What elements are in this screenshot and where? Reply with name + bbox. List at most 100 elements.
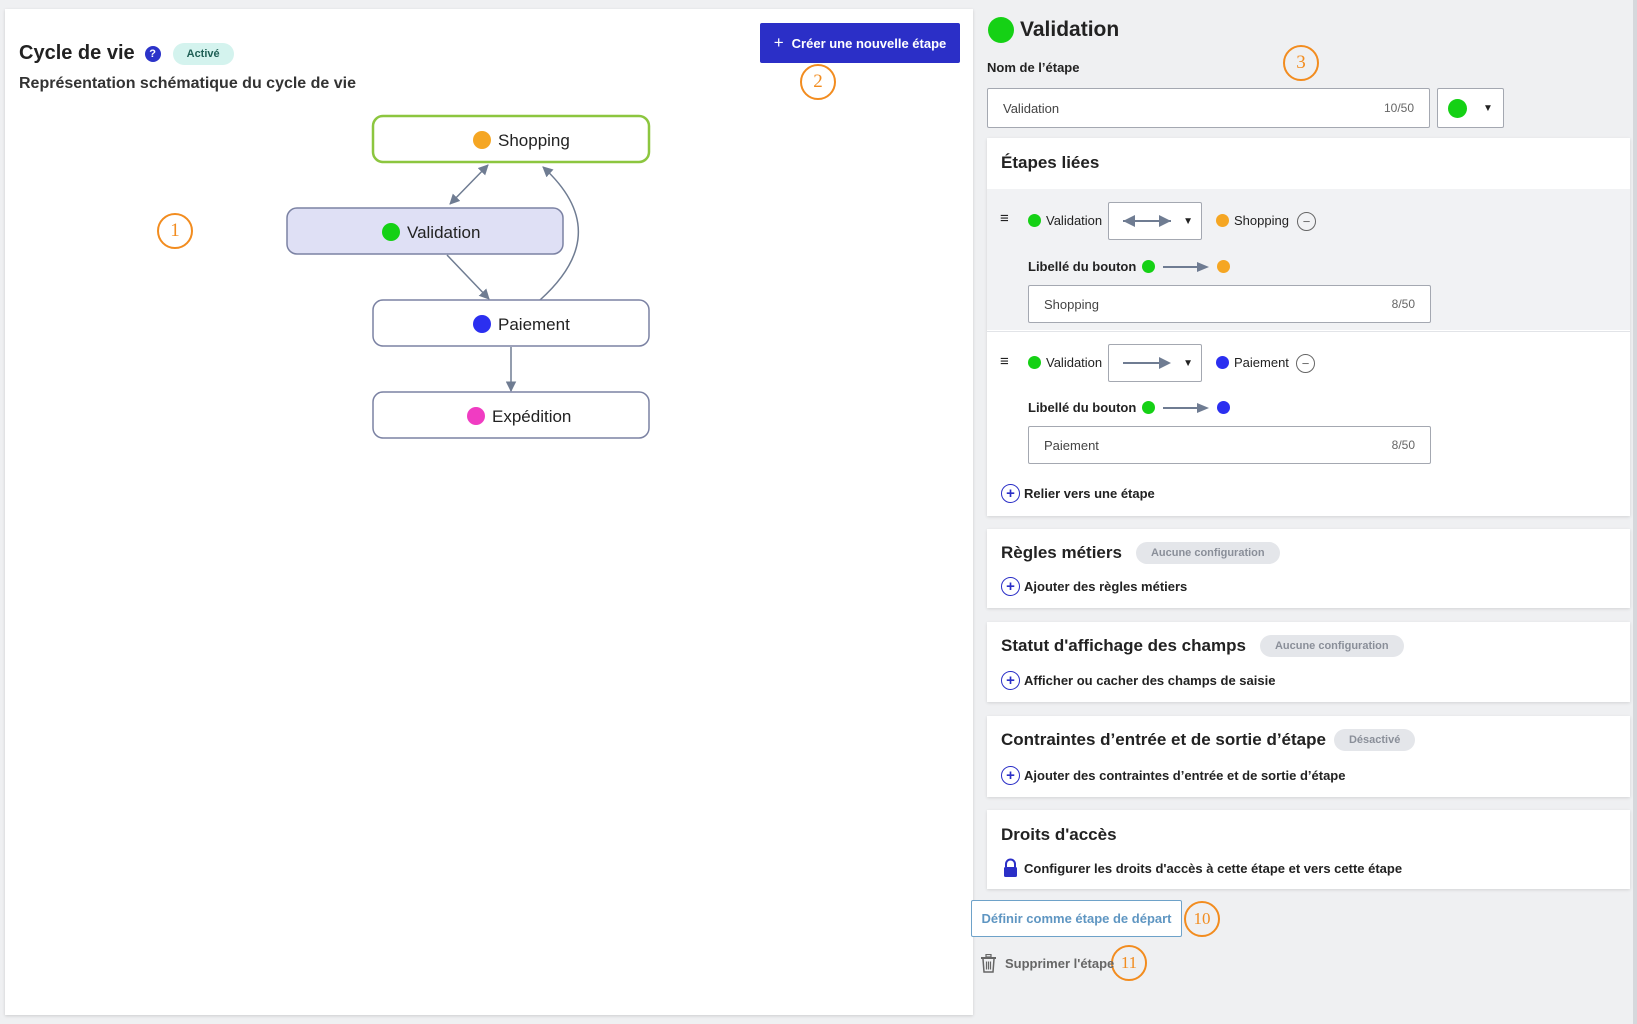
access-rights-title: Droits d'accès <box>1001 825 1117 845</box>
button-label-title: Libellé du bouton <box>1028 259 1231 274</box>
field-display-title-text: Statut d'affichage des champs <box>1001 636 1246 655</box>
edge-validation-paiement <box>446 254 490 300</box>
stage-title-text: Validation <box>1020 18 1120 41</box>
button-label-title-text: Libellé du bouton <box>1028 259 1137 274</box>
node-paiement-label: Paiement <box>498 315 570 334</box>
remove-link-button[interactable]: − <box>1296 354 1315 373</box>
business-rules-card: Règles métiers Aucune configuration + Aj… <box>987 529 1630 608</box>
linked-stages-card: Étapes liées ≡ Validation ▼ Shopping − <box>987 138 1630 516</box>
status-badge: Aucune configuration <box>1259 635 1404 657</box>
to-dot <box>1217 260 1231 273</box>
edge-validation-shopping <box>449 164 489 205</box>
link-to-dot <box>1216 356 1229 369</box>
link-from-dot <box>1028 214 1041 227</box>
arrow-right-icon <box>1163 402 1210 413</box>
from-dot <box>1142 401 1156 414</box>
chevron-down-icon: ▼ <box>1483 102 1493 114</box>
constraints-card: Contraintes d’entrée et de sortie d’étap… <box>987 716 1630 797</box>
callout-1: 1 <box>157 213 193 249</box>
link-from-label: Validation <box>1046 213 1103 228</box>
button-label-value: Shopping <box>1044 296 1099 312</box>
toggle-fields-button[interactable]: + Afficher ou cacher des champs de saisi… <box>1001 671 1275 690</box>
link-direction-select[interactable]: ▼ <box>1108 344 1202 382</box>
callout-10: 10 <box>1184 901 1220 937</box>
button-label-title-text: Libellé du bouton <box>1028 400 1137 415</box>
status-badge: Activé <box>172 42 234 65</box>
from-dot <box>1142 260 1156 273</box>
create-stage-label: Créer une nouvelle étape <box>791 35 947 51</box>
help-icon[interactable]: ? <box>144 45 161 62</box>
node-validation[interactable]: Validation <box>286 207 564 255</box>
field-display-card: Statut d'affichage des champs Aucune con… <box>987 622 1630 702</box>
link-to-label: Shopping <box>1234 213 1289 228</box>
add-business-rules-button[interactable]: + Ajouter des règles métiers <box>1001 577 1187 596</box>
link-to-label: Paiement <box>1234 355 1289 370</box>
linked-stages-title: Étapes liées <box>1001 153 1099 173</box>
button-label-value: Paiement <box>1044 437 1099 453</box>
node-expedition-dot <box>467 407 485 425</box>
node-shopping[interactable]: Shopping <box>371 114 651 164</box>
scrollbar[interactable] <box>1633 0 1637 1024</box>
node-shopping-label: Shopping <box>498 131 570 150</box>
plus-icon: + <box>773 33 784 52</box>
button-label-title: Libellé du bouton <box>1028 400 1231 415</box>
node-shopping-dot <box>473 131 491 149</box>
constraints-title-text: Contraintes d’entrée et de sortie d’étap… <box>1001 730 1326 749</box>
stage-color-select[interactable]: ▼ <box>1437 88 1504 128</box>
constraints-title: Contraintes d’entrée et de sortie d’étap… <box>1001 729 1416 751</box>
link-from-label: Validation <box>1046 355 1103 370</box>
delete-stage-button[interactable]: Supprimer l'étape <box>980 954 1114 973</box>
access-rights-title-text: Droits d'accès <box>1001 825 1117 844</box>
create-stage-button[interactable]: + Créer une nouvelle étape <box>760 23 960 63</box>
stage-name-counter: 10/50 <box>1383 101 1414 115</box>
toggle-fields-label: Afficher ou cacher des champs de saisie <box>1024 673 1276 688</box>
status-badge: Désactivé <box>1333 729 1416 751</box>
link-to: Paiement <box>1216 355 1289 370</box>
title-row: Cycle de vie ? Activé <box>19 42 234 65</box>
bidirectional-arrow-icon <box>1123 215 1171 227</box>
configure-access-button[interactable]: Configurer les droits d'accès à cette ét… <box>1001 858 1402 878</box>
page-title: Cycle de vie <box>19 42 135 64</box>
node-paiement[interactable]: Paiement <box>372 299 650 347</box>
delete-stage-label: Supprimer l'étape <box>1005 956 1115 971</box>
button-label-counter: 8/50 <box>1391 297 1415 311</box>
stage-details-panel: Validation Nom de l’étape Validation 10/… <box>978 0 1637 1024</box>
lock-icon <box>1004 858 1017 877</box>
access-rights-card: Droits d'accès Configurer les droits d'a… <box>987 810 1630 889</box>
add-link-button[interactable]: + Relier vers une étape <box>1001 484 1155 503</box>
link-from-dot <box>1028 356 1041 369</box>
link-row: ≡ Validation ▼ Shopping − Libellé du bou… <box>987 189 1630 330</box>
button-label-input[interactable]: Shopping 8/50 <box>1028 285 1431 323</box>
color-swatch <box>1448 98 1468 118</box>
stage-title: Validation <box>988 17 1119 43</box>
business-rules-title-text: Règles métiers <box>1001 543 1122 562</box>
callout-3: 3 <box>1283 45 1319 81</box>
plus-icon: + <box>1001 484 1020 503</box>
drag-handle-icon[interactable]: ≡ <box>1000 210 1009 227</box>
node-validation-dot <box>382 223 400 241</box>
plus-icon: + <box>1001 671 1020 690</box>
to-dot <box>1217 401 1231 414</box>
arrow-right-icon <box>1123 357 1171 369</box>
link-direction-select[interactable]: ▼ <box>1108 202 1202 240</box>
link-to-dot <box>1216 214 1229 227</box>
node-validation-label: Validation <box>407 223 480 242</box>
button-label-input[interactable]: Paiement 8/50 <box>1028 426 1431 464</box>
status-badge: Aucune configuration <box>1135 542 1280 564</box>
remove-link-button[interactable]: − <box>1297 212 1316 231</box>
node-expedition-label: Expédition <box>492 407 571 426</box>
plus-icon: + <box>1001 766 1020 785</box>
button-label-counter: 8/50 <box>1391 438 1415 452</box>
stage-color-dot <box>988 17 1014 43</box>
set-start-stage-button[interactable]: Définir comme étape de départ <box>971 900 1182 937</box>
drag-handle-icon[interactable]: ≡ <box>1000 353 1009 370</box>
link-row: ≡ Validation ▼ Paiement − Libellé du bou… <box>987 331 1630 470</box>
field-display-title: Statut d'affichage des champs Aucune con… <box>1001 635 1404 657</box>
link-from: Validation <box>1028 355 1102 370</box>
lifecycle-diagram: Shopping Validation Paiement Expédition <box>286 114 651 439</box>
node-expedition[interactable]: Expédition <box>372 391 650 439</box>
arrow-right-icon <box>1163 261 1210 272</box>
business-rules-title: Règles métiers Aucune configuration <box>1001 542 1280 564</box>
add-constraints-button[interactable]: + Ajouter des contraintes d’entrée et de… <box>1001 766 1345 785</box>
stage-name-input[interactable]: Validation 10/50 <box>987 88 1430 128</box>
